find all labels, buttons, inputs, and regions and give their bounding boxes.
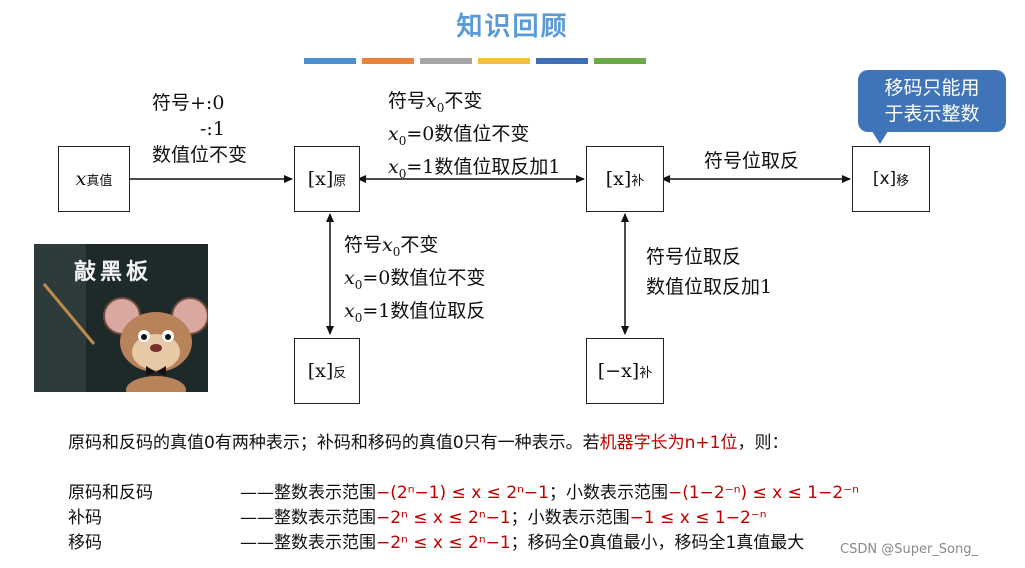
label-text: 符号 [344, 234, 383, 256]
range-dash: ——整数表示范围 [240, 508, 376, 528]
color-bar [594, 58, 646, 64]
label-line: -:1 [200, 118, 225, 140]
range-dash: ——整数表示范围 [240, 483, 376, 503]
box-sub: 补 [631, 173, 645, 189]
range-row: 原码和反码 ——整数表示范围−(2ⁿ−1) ≤ x ≤ 2ⁿ−1；小数表示范围−(… [68, 481, 859, 506]
label-line: 符号x0不变 [344, 232, 485, 265]
box-main: [x] [605, 168, 632, 190]
range-row: 移码 ——整数表示范围−2ⁿ ≤ x ≤ 2ⁿ−1；移码全0真值最小，移码全1真值… [68, 531, 804, 556]
label-line: x0=1数值位取反 [344, 298, 485, 331]
label-sub: 0 [354, 310, 363, 325]
box-main: [x] [307, 360, 334, 382]
color-bar [304, 58, 356, 64]
label-sub: 0 [398, 133, 407, 148]
box-sign-magnitude: [x]原 [294, 146, 360, 212]
range-int-range: −2ⁿ ≤ x ≤ 2ⁿ−1 [376, 533, 511, 553]
box-twos-complement: [x]补 [586, 146, 664, 212]
mascot-caption: 敲黑板 [74, 260, 153, 285]
box-ones-complement: [x]反 [294, 338, 360, 404]
callout-bubble: 移码只能用 于表示整数 [858, 70, 1006, 132]
summary-intro-text: ，则： [737, 433, 789, 453]
label-text: 符号 [388, 90, 427, 112]
label-sub: 0 [354, 277, 363, 292]
label-twos-to-neg: 符号位取反 数值位取反加1 [646, 242, 772, 302]
callout-line: 于表示整数 [884, 103, 980, 125]
callout-tail [870, 128, 890, 144]
range-frac-range: −1 ≤ x ≤ 1−2⁻ⁿ [629, 508, 767, 528]
label-text: =1数值位取反加1 [406, 155, 561, 178]
summary-intro: 原码和反码的真值0有两种表示；补码和移码的真值0只有一种表示。若机器字长为n+1… [68, 431, 788, 456]
label-line: x0=0数值位不变 [344, 265, 485, 298]
label-true-to-sign: 符号+:0 -:1 数值位不变 [152, 90, 247, 168]
label-sub: 0 [398, 166, 407, 181]
label-var: x [382, 234, 393, 256]
label-sub: 0 [436, 100, 445, 115]
label-var: x [388, 155, 399, 178]
label-line: x0=0数值位不变 [388, 121, 560, 154]
box-main: [x] [872, 169, 897, 189]
color-bar [420, 58, 472, 64]
chalkboard-frame [34, 244, 86, 392]
range-int-range: −(2ⁿ−1) ≤ x ≤ 2ⁿ−1 [376, 483, 549, 503]
box-main: [−x] [597, 360, 640, 382]
range-dash: ——整数表示范围 [240, 533, 376, 553]
box-sub: 原 [333, 173, 347, 189]
range-frac-range: −(1−2⁻ⁿ) ≤ x ≤ 1−2⁻ⁿ [667, 483, 859, 503]
label-line: 数值位取反加1 [646, 276, 773, 298]
label-line: 符号位取反 [646, 246, 742, 268]
label-text: 不变 [400, 234, 439, 256]
label-text: =1数值位取反 [362, 299, 486, 322]
range-sep: ；小数表示范围 [548, 483, 668, 503]
range-name: 原码和反码 [68, 483, 153, 503]
box-biased: [x]移 [852, 146, 930, 212]
watermark: CSDN @Super_Song_ [840, 542, 978, 557]
page-title: 知识回顾 [456, 12, 569, 42]
label-var: x [426, 90, 437, 112]
box-neg-twos-complement: [−x]补 [586, 338, 664, 404]
label-text: 不变 [444, 90, 483, 112]
box-sub: 真值 [86, 173, 113, 189]
label-var: x [344, 266, 355, 289]
color-bar [536, 58, 588, 64]
range-name: 补码 [68, 508, 102, 528]
box-sub: 补 [639, 365, 653, 381]
label-sign-to-ones: 符号x0不变 x0=0数值位不变 x0=1数值位取反 [344, 232, 485, 330]
label-line: 符号x0不变 [388, 88, 560, 121]
label-sign-to-twos: 符号x0不变 x0=0数值位不变 x0=1数值位取反加1 [388, 88, 560, 186]
label-sub: 0 [392, 244, 401, 259]
color-bar [362, 58, 414, 64]
mascot-image: 敲黑板 [34, 244, 208, 392]
box-sub: 移 [896, 173, 910, 189]
callout-line: 移码只能用 [884, 77, 980, 99]
summary-intro-text: 原码和反码的真值0有两种表示；补码和移码的真值0只有一种表示。若 [68, 433, 600, 453]
range-row: 补码 ——整数表示范围−2ⁿ ≤ x ≤ 2ⁿ−1；小数表示范围−1 ≤ x ≤ … [68, 506, 767, 531]
label-var: x [388, 122, 399, 145]
label-line: 符号+:0 [152, 92, 225, 114]
box-sub: 反 [333, 365, 347, 381]
range-int-range: −2ⁿ ≤ x ≤ 2ⁿ−1 [376, 508, 511, 528]
summary-intro-highlight: 机器字长为n+1位 [599, 433, 738, 453]
label-twos-to-biased: 符号位取反 [704, 150, 800, 172]
box-main: x [75, 168, 87, 190]
range-sep: ；小数表示范围 [510, 508, 630, 528]
range-name: 移码 [68, 533, 102, 553]
color-bar [478, 58, 530, 64]
label-text: =0数值位不变 [362, 266, 486, 289]
label-line: x0=1数值位取反加1 [388, 154, 560, 187]
range-sep: ；移码全0真值最小，移码全1真值最大 [510, 533, 805, 553]
label-line: 数值位不变 [152, 144, 248, 166]
label-var: x [344, 299, 355, 322]
mouse-icon [42, 283, 208, 392]
box-main: [x] [307, 168, 334, 190]
label-text: =0数值位不变 [406, 122, 530, 145]
